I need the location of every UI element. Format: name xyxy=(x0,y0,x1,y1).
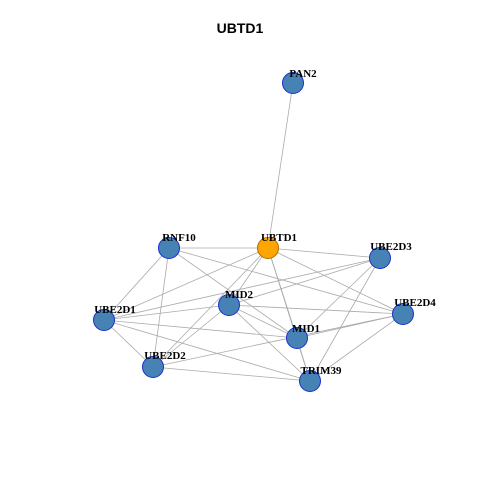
edge-ubtd1-ube2d4 xyxy=(267,247,404,315)
node-circle-mid2 xyxy=(218,294,240,316)
edge-mid2-trim39 xyxy=(228,304,311,382)
node-label-ube2d4: UBE2D4 xyxy=(394,297,436,309)
edge-ube2d3-trim39 xyxy=(309,257,381,382)
node-circle-mid1 xyxy=(286,327,308,349)
edge-mid2-ube2d1 xyxy=(103,304,230,321)
node-label-ubtd1: UBTD1 xyxy=(261,232,297,244)
edge-pan2-ubtd1 xyxy=(267,82,294,249)
edge-ube2d3-mid2 xyxy=(228,257,381,306)
node-rnf10: RNF10 xyxy=(158,232,196,259)
node-circle-ube2d4 xyxy=(392,303,414,325)
node-ube2d3: UBE2D3 xyxy=(369,241,412,269)
node-label-trim39: TRIM39 xyxy=(301,365,342,377)
edge-layer xyxy=(103,82,404,382)
node-trim39: TRIM39 xyxy=(299,365,342,392)
node-label-mid1: MID1 xyxy=(292,323,320,335)
node-ube2d2: UBE2D2 xyxy=(142,350,186,378)
node-circle-rnf10 xyxy=(158,237,180,259)
edge-ubtd1-mid2 xyxy=(228,247,269,306)
edge-ube2d4-ube2d2 xyxy=(152,313,404,368)
edge-mid2-ube2d2 xyxy=(152,304,230,368)
edge-ube2d2-trim39 xyxy=(152,366,311,382)
node-circle-ube2d2 xyxy=(142,356,164,378)
edge-ube2d1-trim39 xyxy=(103,319,311,382)
node-circle-ube2d3 xyxy=(369,247,391,269)
edge-ubtd1-ube2d1 xyxy=(103,247,269,321)
node-ubtd1: UBTD1 xyxy=(257,232,297,259)
node-mid1: MID1 xyxy=(286,323,320,349)
chart-title: UBTD1 xyxy=(216,20,264,36)
node-ube2d1: UBE2D1 xyxy=(93,304,136,331)
edge-ube2d1-ube2d2 xyxy=(103,319,154,368)
node-label-rnf10: RNF10 xyxy=(162,232,196,244)
edge-rnf10-ube2d1 xyxy=(103,247,170,321)
node-label-mid2: MID2 xyxy=(225,289,254,301)
node-ube2d4: UBE2D4 xyxy=(392,297,436,325)
node-label-ube2d3: UBE2D3 xyxy=(370,241,412,253)
edge-ube2d3-ube2d1 xyxy=(103,257,381,321)
node-mid2: MID2 xyxy=(218,289,254,316)
node-pan2: PAN2 xyxy=(282,68,317,94)
node-label-pan2: PAN2 xyxy=(289,68,317,80)
node-circle-pan2 xyxy=(282,72,304,94)
edge-ube2d1-mid1 xyxy=(103,319,298,339)
node-label-ube2d1: UBE2D1 xyxy=(94,304,136,316)
edge-ubtd1-ube2d3 xyxy=(267,247,381,259)
edge-ube2d4-trim39 xyxy=(309,313,404,382)
edge-ube2d3-mid1 xyxy=(296,257,381,339)
node-circle-ube2d1 xyxy=(93,309,115,331)
edge-rnf10-ube2d4 xyxy=(168,247,404,315)
edge-ube2d4-mid2 xyxy=(228,304,404,315)
edge-mid2-mid1 xyxy=(228,304,298,339)
node-label-ube2d2: UBE2D2 xyxy=(144,350,186,362)
node-circle-ubtd1 xyxy=(257,237,279,259)
edge-rnf10-mid1 xyxy=(168,247,298,339)
node-circle-trim39 xyxy=(299,370,321,392)
